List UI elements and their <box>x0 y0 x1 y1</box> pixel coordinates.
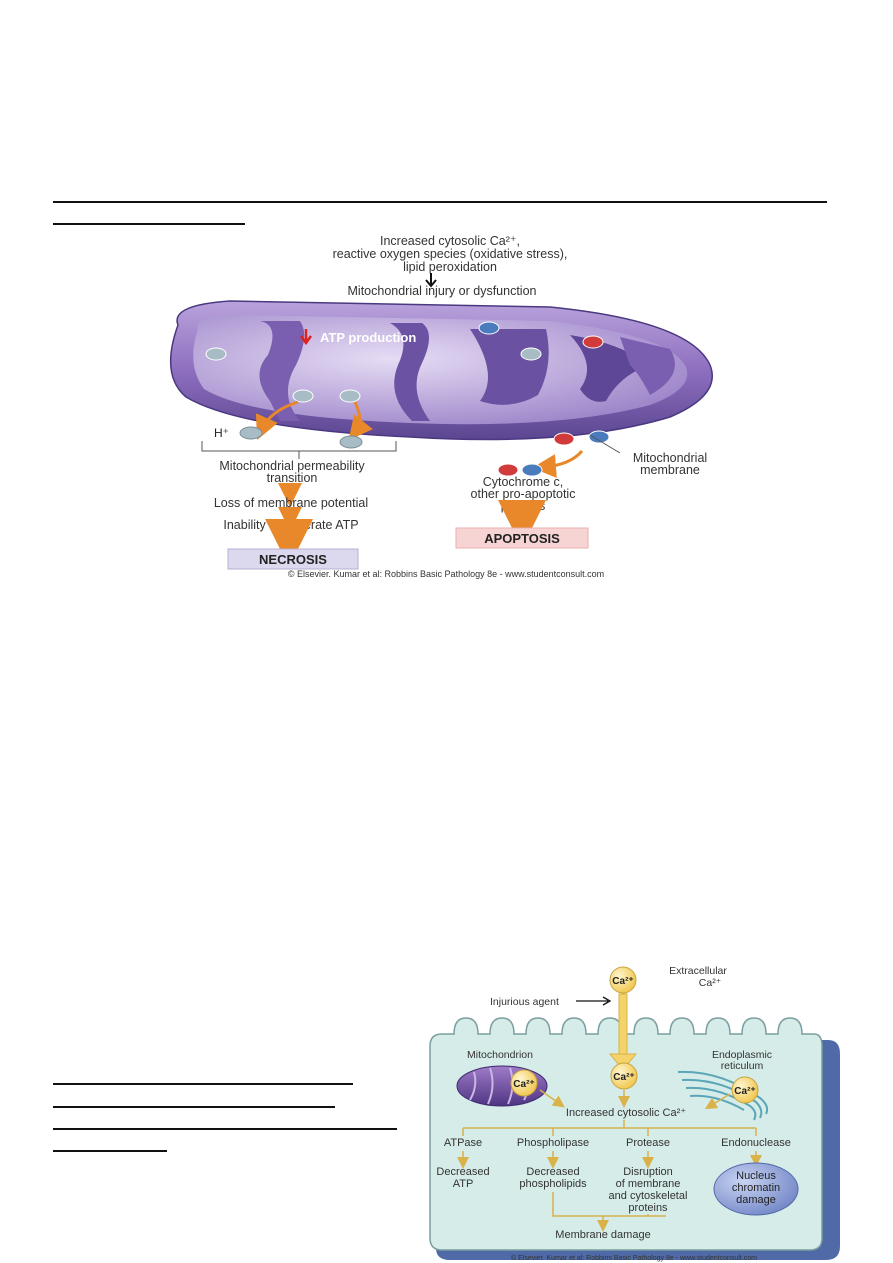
effect-atp-1: Decreased <box>436 1166 489 1178</box>
note-underline-4 <box>53 1150 167 1152</box>
er-label-2: reticulum <box>721 1060 764 1072</box>
bracket <box>201 441 397 459</box>
molecule-red <box>497 463 519 477</box>
molecule-blue <box>588 430 610 444</box>
apoptosis-box <box>455 527 589 549</box>
apoptosis-label: APOPTOSIS <box>484 531 560 546</box>
increased-cytosolic-label: Increased cytosolic Ca²⁺ <box>566 1107 686 1119</box>
extracellular-ca-icon <box>609 966 637 994</box>
h-plus-label: H⁺ <box>214 426 229 440</box>
molecule-grey <box>339 435 363 449</box>
mito-ca-icon <box>510 1069 538 1097</box>
effect-nucleus-3: damage <box>736 1194 776 1206</box>
molecule-grey <box>520 347 542 361</box>
cytochrome-line-2: other pro-apoptotic <box>471 487 576 501</box>
calcium-injury-figure: Ca²⁺ Extracellular Ca²⁺ Injurious agent … <box>429 965 840 1262</box>
note-underline-3 <box>53 1128 397 1130</box>
mitochondrion-label: Mitochondrion <box>467 1049 533 1061</box>
mito-ca-symbol: Ca²⁺ <box>513 1079 534 1090</box>
enzyme-protease: Protease <box>626 1137 670 1149</box>
figure1-credit: © Elsevier. Kumar et al: Robbins Basic P… <box>288 569 604 579</box>
cytosolic-ca-icon <box>610 1062 638 1090</box>
membrane-damage-label: Membrane damage <box>555 1229 650 1241</box>
molecule-blue <box>478 321 500 335</box>
molecule-grey <box>239 426 263 440</box>
er-ca-symbol: Ca²⁺ <box>734 1086 755 1097</box>
enzyme-phospholipase: Phospholipase <box>517 1137 589 1149</box>
cytochrome-line-1: Cytochrome c, <box>483 475 564 489</box>
molecule-blue <box>521 463 543 477</box>
necrosis-label: NECROSIS <box>259 552 327 567</box>
molecule-red <box>582 335 604 349</box>
er-label-1: Endoplasmic <box>712 1049 772 1061</box>
figure2-credit: © Elsevier. Kumar et al: Robbins Basic P… <box>511 1254 757 1262</box>
mitochondrial-dysfunction-figure: Increased cytosolic Ca²⁺, reactive oxyge… <box>169 234 713 579</box>
cytosolic-ca-symbol: Ca²⁺ <box>613 1072 634 1083</box>
inability-generate-atp: Inability to generate ATP <box>223 518 358 532</box>
down-arrow-icon <box>425 273 437 288</box>
effect-protease-3: and cytoskeletal <box>609 1190 688 1202</box>
loss-membrane-potential: Loss of membrane potential <box>214 496 368 510</box>
effect-protease-2: of membrane <box>616 1178 681 1190</box>
heading-underline-1 <box>53 201 827 203</box>
er-ca-icon <box>731 1076 759 1104</box>
extracellular-label-2: Ca²⁺ <box>699 977 722 989</box>
nucleus-icon <box>713 1162 799 1216</box>
effect-phospho-2: phospholipids <box>519 1178 587 1190</box>
effect-atp-2: ATP <box>453 1178 474 1190</box>
membrane-label-2: membrane <box>640 463 700 477</box>
atp-production-label: ATP production <box>320 330 416 345</box>
effect-nucleus-2: chromatin <box>732 1182 780 1194</box>
enzyme-endonuclease: Endonuclease <box>721 1137 791 1149</box>
permeability-transition-line-1: Mitochondrial permeability <box>219 459 365 473</box>
extracellular-label-1: Extracellular <box>669 965 727 977</box>
molecule-grey <box>292 389 314 403</box>
injurious-agent-label: Injurious agent <box>490 996 559 1008</box>
injurious-agent-arrow-icon <box>576 996 612 1006</box>
er-icon <box>677 1070 769 1121</box>
cytochrome-line-3: proteins <box>501 499 545 513</box>
molecule-red <box>553 432 575 446</box>
note-underline-1 <box>53 1083 353 1085</box>
molecule-grey <box>205 347 227 361</box>
effect-phospho-1: Decreased <box>526 1166 579 1178</box>
effect-protease-4: proteins <box>628 1202 668 1214</box>
extracellular-ca-symbol: Ca²⁺ <box>612 976 633 987</box>
note-underline-2 <box>53 1106 335 1108</box>
down-red-arrow-icon <box>299 329 313 346</box>
header-line-4: Mitochondrial injury or dysfunction <box>348 284 537 298</box>
effect-nucleus-1: Nucleus <box>736 1170 776 1182</box>
membrane-damage-lines <box>552 1192 666 1226</box>
branch-lines <box>462 1120 757 1136</box>
effect-protease-1: Disruption <box>623 1166 673 1178</box>
molecule-grey <box>339 389 361 403</box>
mitochondrion-illustration <box>169 300 713 441</box>
header-line-2: reactive oxygen species (oxidative stres… <box>333 247 568 261</box>
necrosis-box <box>227 548 359 570</box>
membrane-label-1: Mitochondrial <box>633 451 707 465</box>
enzyme-atpase: ATPase <box>444 1137 482 1149</box>
header-line-3: lipid peroxidation <box>403 260 497 274</box>
permeability-transition-line-2: transition <box>267 471 318 485</box>
heading-underline-2 <box>53 223 245 225</box>
header-line-1: Increased cytosolic Ca²⁺, <box>380 234 520 248</box>
